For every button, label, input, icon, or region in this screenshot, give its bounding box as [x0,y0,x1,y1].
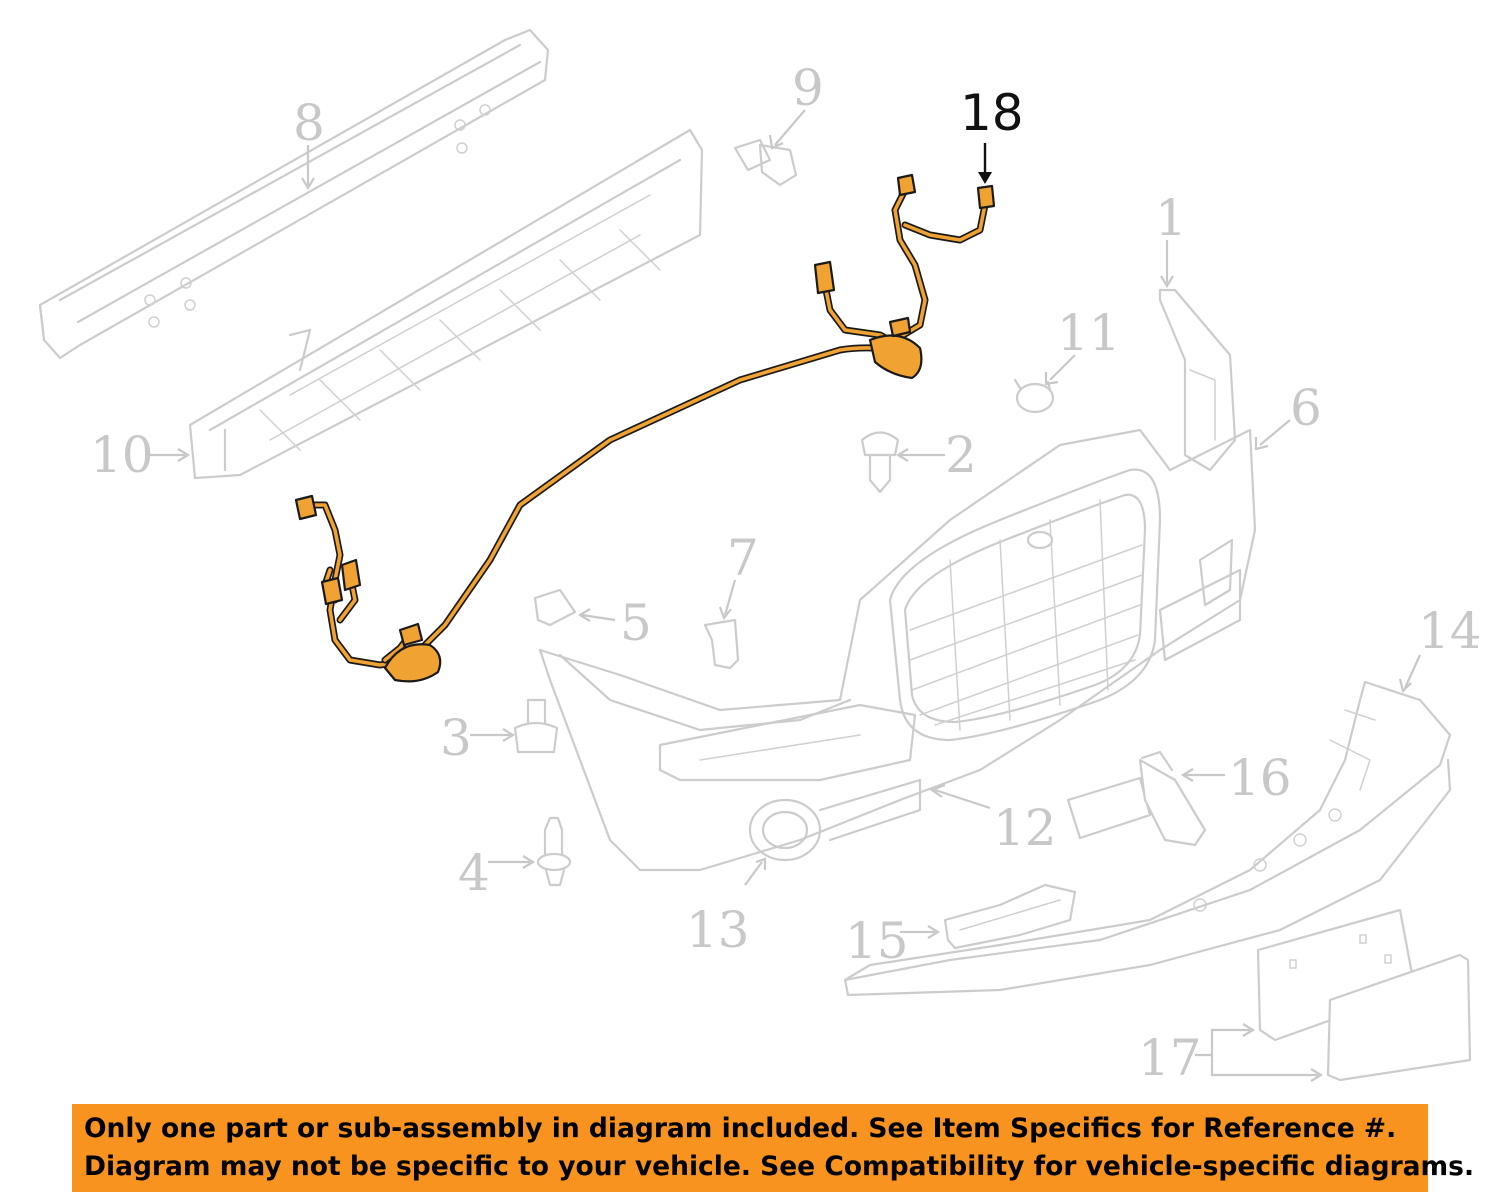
part-15-bracket [943,883,1077,950]
part-8-reinforcement-bar [38,28,550,360]
disclaimer-line-2: Diagram may not be specific to your vehi… [84,1151,1475,1182]
part-4-push-pin [536,816,572,887]
callout-2: 2 [945,426,977,484]
part-14-lower-valance [843,680,1452,997]
part-6-bumper-cover [538,428,1257,872]
part-5-clip [533,588,577,627]
part-9-bolt [733,138,798,187]
part-2-clip [860,431,900,494]
disclaimer-line-1: Only one part or sub-assembly in diagram… [84,1113,1397,1144]
part-11-push-pin [1013,378,1055,414]
callout-12: 12 [993,799,1057,857]
callout-16: 16 [1228,749,1292,807]
part-16-sensor [1066,750,1207,847]
leader-lines [145,109,1422,1082]
callout-labels: 8 9 1 11 6 2 10 7 5 3 4 12 13 14 16 15 1… [90,59,1482,1087]
callout-6: 6 [1290,379,1322,437]
part-1-bracket [1158,288,1237,472]
part-18-wiring-harness [294,173,996,683]
callout-7: 7 [727,529,759,587]
callout-15: 15 [845,912,909,970]
callout-14: 14 [1418,602,1482,660]
callout-3: 3 [440,709,472,767]
callout-11: 11 [1057,304,1121,362]
callout-18: 18 [960,84,1024,142]
grille [888,468,1162,742]
callout-17: 17 [1138,1029,1202,1087]
disclaimer-banner: Only one part or sub-assembly in diagram… [72,1104,1475,1192]
callout-4: 4 [458,844,490,902]
callout-8: 8 [293,94,325,152]
callout-9: 9 [792,59,824,117]
part-17-license-bracket [1256,908,1472,1082]
part-7-bracket [703,618,740,670]
callout-10: 10 [90,426,154,484]
callout-1: 1 [1155,189,1187,247]
parts-diagram: 8 9 1 11 6 2 10 7 5 3 4 12 13 14 16 15 1… [38,28,1482,1087]
callout-5: 5 [620,594,652,652]
part-10-energy-absorber [188,128,704,480]
part-3-screw [513,698,559,754]
callout-13: 13 [686,901,750,959]
